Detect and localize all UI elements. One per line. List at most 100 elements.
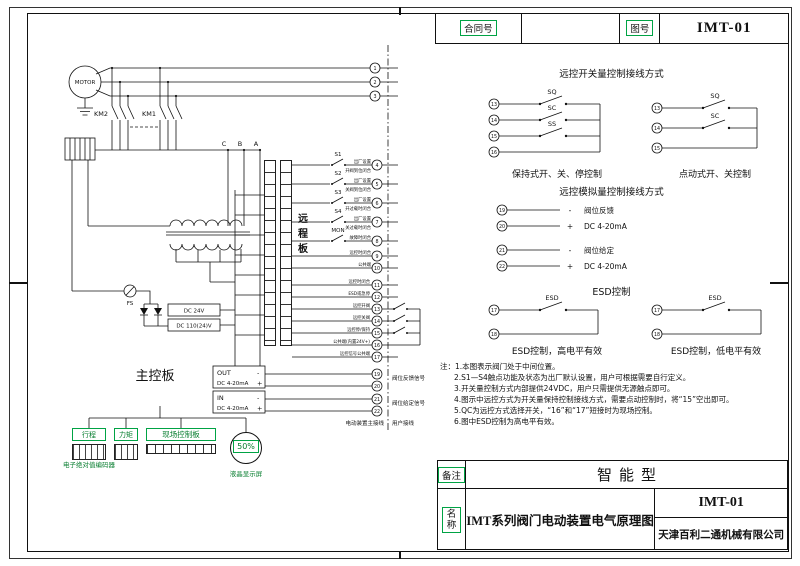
drawing-no-label: 图号	[626, 20, 654, 36]
switch-control-title: 远控开关量控制接线方式	[559, 69, 664, 80]
terminal-number: 4	[375, 163, 378, 169]
torque-unit-label: 力矩	[114, 428, 138, 441]
minus-sign: -	[257, 369, 260, 377]
terminal-number: 10	[374, 266, 380, 272]
switch-label: SQ	[547, 88, 556, 96]
power-bus: C B A	[64, 137, 262, 370]
contract-no-value-cell	[522, 13, 621, 43]
terminal-number: 17	[491, 308, 497, 314]
analog-control-diagram: 19 20 21 22 - + - + 阀位反馈 DC 4-20mA 阀位给定 …	[496, 204, 628, 272]
row-desc: 远控开阀	[353, 302, 370, 309]
row-desc: 出厂设置	[354, 215, 372, 222]
lcd-caption: 液晶显示屏	[229, 470, 263, 478]
terminal-number: 17	[654, 308, 660, 314]
switch-label: S2	[335, 171, 342, 177]
switch-label: SC	[548, 104, 557, 112]
row-desc: 远控关阀	[353, 314, 370, 321]
notes-block: 注：1.本图表示阀门处于中间位置。 2.S1—S4触点功能及状态为出厂默认设置，…	[440, 361, 786, 427]
terminal-number: 13	[654, 106, 660, 112]
motor-label: MOTOR	[75, 80, 96, 86]
analog-control-title: 远控模拟量控制接线方式	[559, 187, 664, 198]
user-wiring-label: 用户接线	[392, 419, 415, 427]
note-line: 4.图示中远控方式为开关量保持控制接线方式，需要点动控制时，将“15”空出即可。	[454, 395, 734, 404]
terminal-number: 20	[374, 384, 380, 390]
terminal-number: 20	[499, 224, 505, 230]
earth-icon	[77, 98, 93, 116]
row-desc: 出厂设置	[354, 196, 372, 203]
terminal-number: 18	[654, 332, 660, 338]
esd-low-caption: ESD控制，低电平有效	[670, 347, 762, 357]
setpoint-label: 阀位给定	[584, 245, 614, 255]
switch-label: SS	[548, 120, 556, 128]
note-line: 3.开关量控制方式内部提供24VDC，用户只需提供无源触点即可。	[454, 384, 675, 393]
terminal-number: 19	[374, 372, 380, 378]
hold-control-caption: 保持式开、关、停控制	[511, 170, 602, 180]
centering-mark-right	[770, 282, 789, 284]
drawing-title: IMT系列阀门电动装置电气原理图	[466, 489, 656, 550]
top-title-strip: 合同号 图号 IMT-01	[435, 13, 788, 44]
contract-no-label: 合同号	[460, 20, 497, 36]
row-desc: 公共端	[358, 261, 372, 268]
travel-encoder-block	[72, 444, 106, 460]
phase-a-label: A	[254, 140, 259, 148]
remark-label: 备注	[438, 466, 466, 483]
main-board-label: 主控板	[135, 369, 174, 384]
remark-value: 智能型	[596, 468, 663, 484]
terminal-number: 14	[654, 126, 660, 132]
row-desc: 故障时闭合	[350, 234, 372, 241]
device-wiring-label: 电动装置主接线	[345, 419, 384, 427]
feedback-signal-label: 阀位反馈信号	[392, 374, 426, 382]
row-desc: ESD或急停	[348, 290, 370, 297]
switch-label: S4	[335, 209, 342, 215]
terminal-number: 12	[374, 295, 380, 301]
polarity-sign: -	[569, 246, 572, 255]
terminal-number: 7	[375, 220, 378, 226]
diode-icon	[140, 308, 148, 315]
row-desc: 开阀到位闭合	[345, 167, 371, 174]
terminal-number: 1	[373, 66, 376, 72]
remote-board-connector-strip	[264, 160, 276, 346]
phase-c-label: C	[222, 140, 227, 148]
minus-sign: -	[257, 394, 260, 402]
switch-label: SQ	[710, 92, 719, 100]
remote-board-label: 远程板	[298, 214, 308, 255]
terminal-number: 16	[374, 343, 380, 349]
psu1-label: DC 24V	[184, 309, 205, 315]
remark-cell: 备注	[438, 461, 466, 488]
drawing-number: IMT-01	[655, 489, 787, 518]
diode-icon	[154, 308, 162, 315]
terminal-number: 9	[375, 254, 378, 260]
feedback-range: DC 4-20mA	[584, 222, 628, 231]
remark-row: 备注 智能型	[438, 461, 787, 489]
transformer-symbol	[166, 219, 250, 283]
plus-sign: +	[257, 405, 262, 413]
company-name: 天津百利二通机械有限公司	[658, 529, 785, 541]
lcd-display	[230, 432, 262, 464]
remote-control-rows: 远控时闭合 11 ESD或急停 12 远控开阀 13 远控关阀 14 远控停/保…	[292, 278, 421, 363]
hold-control-diagram: 13 14 15 16 SQ SC SS	[488, 88, 601, 158]
encoder-caption: 电子绝对值编码器	[63, 461, 115, 469]
remote-board-connector-strip	[280, 160, 292, 346]
row-desc: 远控时闭合	[350, 249, 372, 256]
terminal-number: 21	[374, 397, 380, 403]
terminal-number: 14	[491, 118, 497, 124]
in-box	[212, 390, 266, 414]
status-switch-rows: S1 出厂设置 开阀到位闭合 4 S2 出厂设置 关阀到位闭合 5 S3 出厂设…	[292, 152, 398, 274]
centering-mark-left	[9, 282, 28, 284]
row-desc: 关过载时闭合	[345, 224, 371, 231]
row-desc: 出厂设置	[354, 158, 372, 165]
esd-title: ESD控制	[592, 287, 631, 298]
polarity-sign: +	[567, 262, 573, 271]
row-desc: 开过载时闭合	[345, 205, 371, 212]
terminal-number: 15	[654, 146, 660, 152]
fs-label: FS	[127, 301, 134, 307]
contactors: KM2 KM1	[94, 66, 183, 150]
wiring-zone-labels: 电动装置主接线 用户接线	[345, 419, 414, 427]
row-desc: 远控时闭合	[349, 278, 371, 285]
terminal-number: 17	[374, 355, 380, 361]
drawing-id-cells: IMT-01 天津百利二通机械有限公司	[655, 489, 787, 550]
terminal-number: 8	[375, 239, 378, 245]
rectifier-section: FS DC 24V DC 110(24)V	[72, 284, 235, 332]
terminal-number: 2	[373, 80, 376, 86]
